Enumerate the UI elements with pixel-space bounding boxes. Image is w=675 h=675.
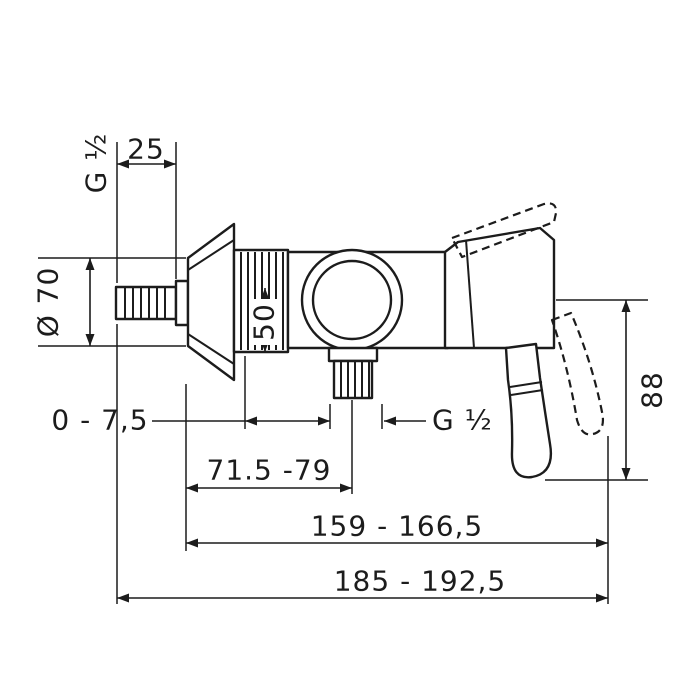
- handle-hub: [443, 226, 556, 350]
- outlet-flange: [327, 346, 379, 363]
- escutcheon-detail-line: [187, 333, 235, 365]
- adjust-depth-label: 50: [248, 303, 281, 341]
- inlet-length-label: 25: [127, 133, 165, 166]
- adjust-range-label: 0 - 7,5: [51, 404, 148, 437]
- wall-to-outlet-label: 71.5 -79: [207, 454, 332, 487]
- dimension-lines: [85, 159, 631, 603]
- inlet-thread-hatch: [124, 287, 166, 319]
- outlet-thread-label: G ½: [432, 404, 493, 437]
- escutcheon-diameter-label: Ø 70: [32, 267, 65, 338]
- extension-lines: [38, 142, 648, 604]
- mixer-body-group: [114, 202, 605, 479]
- escutcheon-cone: [186, 222, 236, 382]
- outlet-thread-body: [332, 359, 374, 400]
- inlet-thread-label: G ½: [80, 133, 113, 194]
- lever-grip-ring: [510, 389, 544, 396]
- outlet-thread-hatch: [340, 361, 370, 398]
- control-knob-outer-circle: [300, 248, 404, 352]
- escutcheon-detail-line: [187, 239, 235, 271]
- inlet-collar: [174, 279, 190, 327]
- wall-to-lever-label: 159 - 166,5: [311, 510, 484, 543]
- handle-lever: [504, 342, 553, 479]
- handle-lever-alt-position-up: [450, 202, 558, 259]
- body-height-label: 88: [636, 371, 669, 409]
- dimension-labels: G ½ 25 Ø 70 50 0 - 7,5 G ½ 71.5 -79 159 …: [32, 133, 669, 598]
- overall-depth-label: 185 - 192,5: [334, 565, 507, 598]
- control-knob-inner-circle: [311, 259, 393, 341]
- handle-lever-alt-position-out: [550, 311, 605, 436]
- label-mask: [249, 299, 279, 345]
- handle-hub-joint-line: [465, 239, 475, 349]
- lever-grip-ring: [509, 381, 543, 388]
